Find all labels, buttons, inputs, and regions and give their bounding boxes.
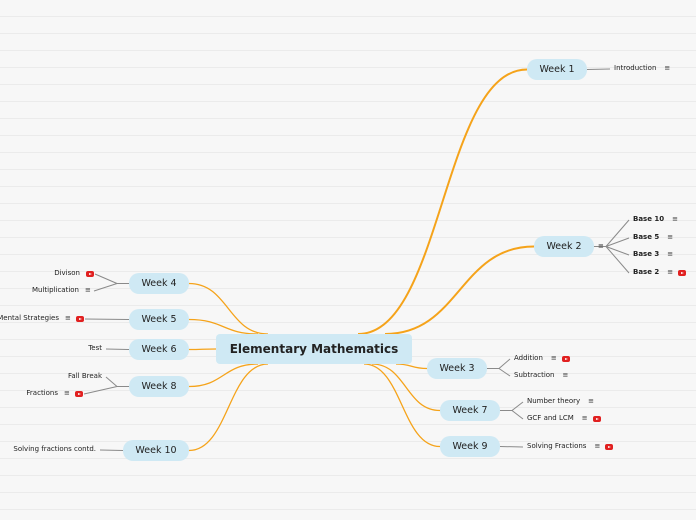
- subtopic-label[interactable]: Fractions: [26, 389, 58, 397]
- video-icon[interactable]: [592, 416, 601, 422]
- note-icon[interactable]: ≡: [664, 64, 671, 72]
- branch-line-w4: [188, 282, 269, 335]
- video-icon[interactable]: [76, 316, 84, 322]
- video-icon[interactable]: [678, 270, 687, 276]
- subtopic-label[interactable]: Base 5: [633, 233, 660, 241]
- note-icon[interactable]: ≡: [65, 314, 71, 322]
- subtopic-label[interactable]: Multiplication: [32, 286, 79, 294]
- subtopic-label[interactable]: Solving fractions contd.: [13, 445, 96, 453]
- topic-week-1[interactable]: Week 1: [527, 59, 587, 80]
- video-icon[interactable]: [561, 356, 570, 362]
- subtopic-label[interactable]: Divison: [54, 269, 80, 277]
- topic-week-7[interactable]: Week 7: [440, 400, 500, 421]
- video-icon[interactable]: [75, 391, 83, 397]
- connector-line-w6-13: [105, 348, 130, 350]
- subtopic-label[interactable]: Test: [88, 344, 102, 352]
- note-icon[interactable]: ≡: [64, 389, 70, 397]
- subtopic-label[interactable]: Solving Fractions: [527, 442, 587, 450]
- connector-line-w3-5: [498, 358, 511, 369]
- topic-week-3[interactable]: Week 3: [427, 358, 487, 379]
- connector-line-w7-7: [511, 401, 524, 411]
- branch-line-w7: [371, 363, 441, 412]
- connector-line-w2-4: [605, 246, 630, 274]
- subtopic-label[interactable]: Subtraction: [514, 371, 555, 379]
- subtopic-label[interactable]: Addition: [514, 354, 543, 362]
- connector-line-w7-8: [511, 410, 524, 420]
- topic-week-2[interactable]: Week 2: [534, 236, 594, 257]
- subtopic-label[interactable]: Base 2: [633, 268, 660, 276]
- connector-line-w1-0: [586, 68, 611, 70]
- connector-line-w8-14: [105, 376, 118, 387]
- connector-line-w2-3: [605, 246, 630, 256]
- connector-line-w9-9: [499, 446, 524, 448]
- note-icon[interactable]: ≡: [550, 354, 557, 362]
- topic-week-8[interactable]: Week 8: [129, 376, 189, 397]
- note-icon[interactable]: ≡: [85, 286, 91, 294]
- video-icon[interactable]: [86, 271, 94, 277]
- subtopic-label[interactable]: Base 3: [633, 250, 660, 258]
- topic-week-6[interactable]: Week 6: [129, 339, 189, 360]
- connector-line-w2-2: [605, 237, 630, 247]
- connector-line-w4-10: [94, 273, 118, 284]
- connector-line-w3-6: [498, 368, 511, 377]
- note-icon[interactable]: ≡: [672, 215, 679, 223]
- note-icon[interactable]: ≡: [598, 241, 604, 250]
- branch-line-w9: [363, 363, 441, 448]
- branch-line-w2: [384, 245, 535, 335]
- branch-line-w8: [188, 363, 259, 388]
- note-icon[interactable]: ≡: [667, 250, 674, 258]
- branch-line-w1: [357, 68, 528, 335]
- branch-line-w10: [188, 363, 269, 452]
- note-icon[interactable]: ≡: [594, 442, 601, 450]
- connector-line-w8-15: [83, 386, 118, 395]
- note-icon[interactable]: ≡: [562, 371, 569, 379]
- video-icon[interactable]: [605, 444, 614, 450]
- topic-week-4[interactable]: Week 4: [129, 273, 189, 294]
- subtopic-label[interactable]: Mental Strategies: [0, 314, 60, 322]
- topic-week-9[interactable]: Week 9: [440, 436, 500, 457]
- subtopic-label[interactable]: GCF and LCM: [527, 414, 574, 422]
- subtopic-label[interactable]: Fall Break: [68, 372, 102, 380]
- branch-line-w6: [188, 348, 217, 351]
- branch-line-w5: [188, 318, 259, 335]
- connector-line-w2-1: [605, 219, 630, 247]
- note-icon[interactable]: ≡: [667, 268, 674, 276]
- subtopic-label[interactable]: Base 10: [633, 215, 665, 223]
- subtopic-label[interactable]: Number theory: [527, 397, 581, 405]
- note-icon[interactable]: ≡: [588, 397, 594, 405]
- topic-week-5[interactable]: Week 5: [129, 309, 189, 330]
- branch-line-w3: [395, 363, 428, 370]
- topic-week-10[interactable]: Week 10: [123, 440, 189, 461]
- connector-line-w10-16: [99, 449, 124, 451]
- connector-line-w5-12: [84, 318, 130, 320]
- note-icon[interactable]: ≡: [581, 414, 588, 422]
- connector-line-w4-11: [93, 283, 118, 292]
- central-topic[interactable]: Elementary Mathematics: [216, 334, 412, 364]
- note-icon[interactable]: ≡: [667, 233, 674, 241]
- subtopic-label[interactable]: Introduction: [614, 64, 657, 72]
